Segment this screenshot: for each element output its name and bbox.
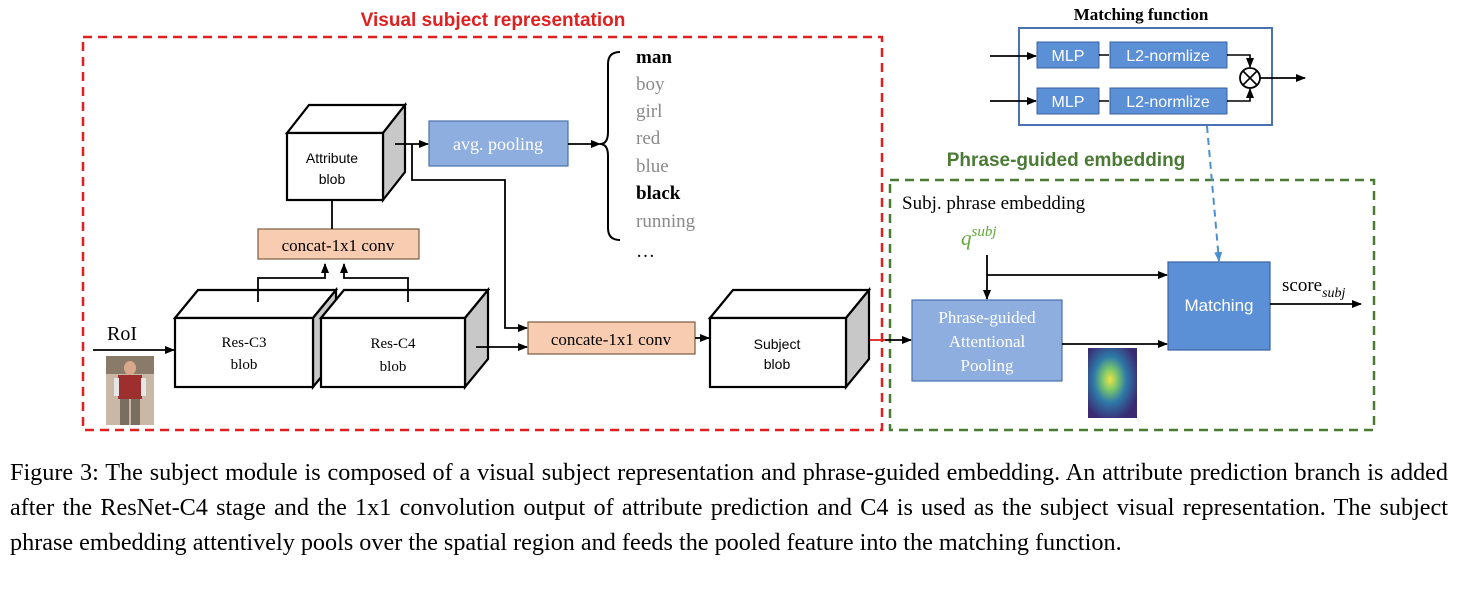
phrase-section-border [888, 178, 1376, 432]
mf-mlp-top-label: MLP [1052, 48, 1085, 65]
matching-box: Matching [1167, 261, 1271, 351]
figure-caption: Figure 3: The subject module is composed… [10, 459, 1448, 556]
q-subj-symbol: qsubj [961, 224, 997, 250]
res-c3-blob: Res-C3 blob [172, 286, 339, 391]
attribute-to-concate-arrow [411, 144, 528, 332]
res-c4-label-2: blob [380, 359, 407, 375]
pooling-label-2: Attentional [949, 332, 1026, 351]
mf-l2-top: L2-normlize [1109, 41, 1228, 69]
phrase-section-title: Phrase-guided embedding [947, 150, 1186, 171]
matching-function-link-arrow [1206, 125, 1223, 262]
mf-l2-bottom-to-multiply-arrow [1227, 88, 1254, 102]
pooling-label-3: Pooling [961, 356, 1014, 375]
mf-l2-top-label: L2-normlize [1126, 48, 1210, 65]
attention-heatmap-image [1088, 348, 1137, 418]
c3-to-concat-arrow [257, 263, 329, 302]
subj-phrase-label: Subj. phrase embedding [902, 193, 1086, 214]
attribute-list: man boy girl red blue black running … [636, 47, 696, 262]
attribute-item: running [636, 211, 696, 232]
matching-function-title: Matching function [1074, 5, 1209, 24]
visual-section-title: Visual subject representation [361, 10, 626, 31]
attribute-item: boy [636, 74, 665, 95]
res-c3-label-2: blob [231, 357, 258, 373]
subject-blob: Subject blob [707, 286, 872, 391]
avg-pooling-label: avg. pooling [453, 134, 543, 154]
res-c4-blob: Res-C4 blob [318, 286, 491, 391]
attribute-item: blue [636, 156, 669, 177]
mf-l2-bottom-label: L2-normlize [1126, 94, 1210, 111]
mf-l2-top-to-multiply-arrow [1227, 54, 1254, 68]
multiply-icon [1239, 67, 1261, 89]
concate-subject-label: concate-1x1 conv [551, 330, 672, 349]
concat-attr-label: concat-1x1 conv [282, 236, 395, 255]
attribute-blob: Attribute blob [284, 101, 408, 204]
attribute-item: black [636, 183, 681, 204]
attribute-item: girl [636, 101, 662, 122]
c4-to-concat-arrow [340, 263, 409, 302]
matching-label: Matching [1185, 296, 1254, 315]
attribute-label-2: blob [319, 171, 346, 187]
concate-subject-box: concate-1x1 conv [527, 321, 696, 355]
mf-mlp-top: MLP [1036, 41, 1100, 69]
roi-label: RoI [107, 323, 137, 345]
attribute-item: man [636, 47, 672, 68]
res-c3-label-1: Res-C3 [222, 335, 267, 351]
attribute-label-1: Attribute [306, 150, 358, 166]
res-c4-label-1: Res-C4 [371, 336, 417, 352]
roi-person-image [106, 356, 154, 425]
attentional-pooling-box: Phrase-guided Attentional Pooling [911, 299, 1063, 382]
attribute-item: … [636, 241, 655, 262]
subject-label-1: Subject [754, 336, 801, 352]
attribute-bracket [599, 51, 621, 241]
subject-label-2: blob [764, 356, 791, 372]
attribute-item: red [636, 128, 661, 149]
avg-pooling-box: avg. pooling [428, 120, 569, 167]
matching-function-border [1018, 27, 1273, 126]
mf-l2-bottom: L2-normlize [1109, 87, 1228, 115]
score-label: scoresubj [1282, 275, 1346, 301]
diagram-canvas: Visual subject representation Phrase-gui… [81, 5, 1376, 432]
visual-section-border [81, 35, 884, 432]
pooling-label-1: Phrase-guided [938, 308, 1036, 327]
concat-attr-box: concat-1x1 conv [257, 228, 420, 260]
mf-mlp-bottom-label: MLP [1052, 94, 1085, 111]
mf-mlp-bottom: MLP [1036, 87, 1100, 115]
